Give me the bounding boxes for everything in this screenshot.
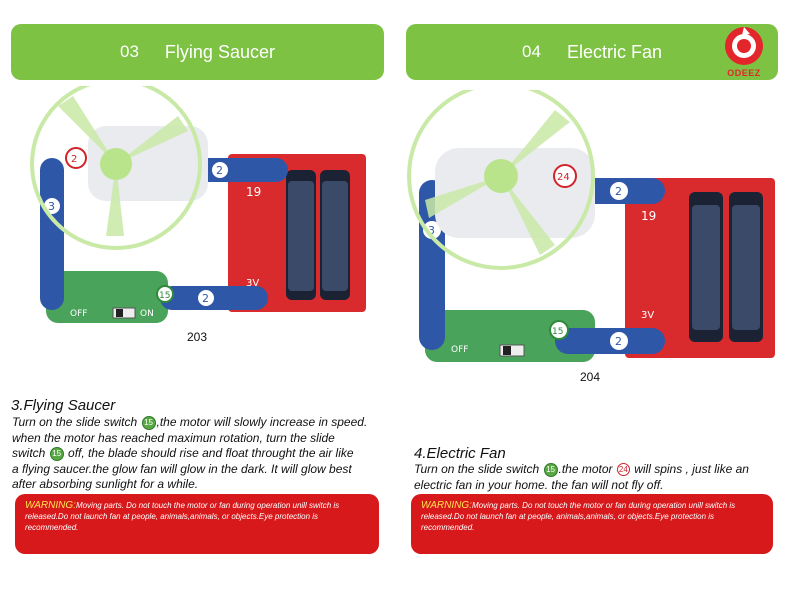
- section-body: Turn on the slide switch 15,the motor wi…: [12, 415, 367, 493]
- switch-badge-icon: 15: [141, 415, 156, 430]
- switch-number-badge: [156, 285, 174, 303]
- figure-number: 203: [187, 330, 208, 344]
- body-text-segment: will spins , just like an: [630, 462, 749, 476]
- logo-text: ODEEZ: [727, 68, 761, 78]
- wire-number: 3: [428, 224, 435, 237]
- motor-badge-icon: 24: [616, 463, 630, 477]
- banner-number: 04: [522, 42, 541, 61]
- warning-box: WARNING:Moving parts. Do not touch the m…: [15, 494, 379, 554]
- wire-number-badge: [608, 330, 630, 352]
- battery-holder-icon: [286, 170, 350, 300]
- wire-number: 2: [615, 185, 622, 198]
- section-heading: 4.Electric Fan: [414, 445, 506, 462]
- fan-blade-icon: [30, 86, 202, 250]
- body-line: electric fan in your home. the fan will …: [414, 478, 749, 494]
- body-text-segment: off, the blade should rise and float thr…: [64, 446, 354, 460]
- switch-off-label: OFF: [451, 345, 468, 355]
- body-text-segment: switch: [12, 446, 49, 460]
- wire-number: 2: [202, 292, 209, 305]
- switch-off-label: OFF: [70, 309, 87, 319]
- warning-label: WARNING:: [25, 500, 76, 511]
- switch-badge-icon: 15: [543, 462, 558, 477]
- figure-number: 204: [580, 370, 601, 384]
- section-body: Turn on the slide switch 15.the motor 24…: [414, 462, 749, 493]
- warning-text: Moving parts. Do not touch the motor or …: [421, 501, 736, 532]
- voltage-label: 3V: [641, 310, 654, 321]
- wire-number: 3: [48, 200, 55, 213]
- motor-number: 24: [557, 172, 570, 183]
- motor-icon: [65, 147, 87, 169]
- body-text-segment: .the motor: [558, 462, 616, 476]
- voltage-label: 3V: [246, 278, 259, 289]
- slide-switch-icon: [499, 344, 525, 357]
- odeez-logo-icon: [725, 27, 763, 65]
- switch-on-label: ON: [140, 309, 154, 319]
- project-banner-03: 03 Flying Saucer: [11, 24, 384, 80]
- body-line: switch 15 off, the blade should rise and…: [12, 446, 367, 462]
- wire-number: 2: [615, 335, 622, 348]
- body-text-segment: a flying saucer.the glow fan will glow i…: [12, 461, 352, 476]
- body-text-segment: Turn on the slide switch: [12, 415, 141, 429]
- warning-text: Moving parts. Do not touch the motor or …: [25, 501, 340, 532]
- snap-wire-left: [40, 158, 64, 310]
- fan-blade-icon: [407, 90, 595, 270]
- body-line: when the motor has reached maximun rotat…: [12, 431, 367, 447]
- body-line: after absorbing sunlight for a while.: [12, 477, 367, 493]
- banner-number: 03: [120, 42, 139, 61]
- battery-label: 19: [641, 209, 656, 223]
- body-text-segment: when the motor has reached maximun rotat…: [12, 430, 335, 445]
- slide-switch-icon: [112, 307, 136, 319]
- wire-number-badge: [196, 288, 216, 308]
- body-line: a flying saucer.the glow fan will glow i…: [12, 462, 367, 478]
- body-text-segment: Turn on the slide switch: [414, 462, 543, 476]
- body-line: Turn on the slide switch 15.the motor 24…: [414, 462, 749, 478]
- odeez-logo: ODEEZ: [720, 24, 768, 84]
- warning-label: WARNING:: [421, 500, 472, 511]
- body-line: Turn on the slide switch 15,the motor wi…: [12, 415, 367, 431]
- battery-label: 19: [246, 185, 261, 199]
- circuit-figure-203: 19 3V OFF ON 3 2 2 15 2: [30, 86, 366, 323]
- circuit-figure-204: 19 3V OFF 3 2 2 15 24: [407, 90, 775, 362]
- battery-holder-icon: [689, 192, 763, 342]
- banner-title: Flying Saucer: [164, 41, 275, 62]
- section-heading: 3.Flying Saucer: [11, 397, 116, 414]
- wire-number-badge: [210, 160, 230, 180]
- body-text-segment: after absorbing sunlight for a while.: [12, 477, 199, 491]
- banner-title: Electric Fan: [566, 41, 662, 62]
- switch-number-badge: [549, 320, 569, 340]
- body-text-segment: electric fan in your home. the fan will …: [414, 477, 664, 492]
- project-banner-04: 04 Electric Fan: [406, 24, 778, 80]
- wire-number-badge: [608, 180, 630, 202]
- switch-number: 15: [552, 327, 563, 337]
- body-text-segment: ,the motor will slowly increase in speed…: [156, 415, 368, 429]
- switch-number: 15: [159, 291, 170, 301]
- motor-number: 2: [71, 154, 77, 165]
- warning-box: WARNING:Moving parts. Do not touch the m…: [411, 494, 773, 554]
- switch-board: [46, 271, 168, 323]
- switch-badge-icon: 15: [49, 446, 64, 461]
- wire-number: 2: [216, 164, 223, 177]
- motor-icon: [553, 164, 577, 188]
